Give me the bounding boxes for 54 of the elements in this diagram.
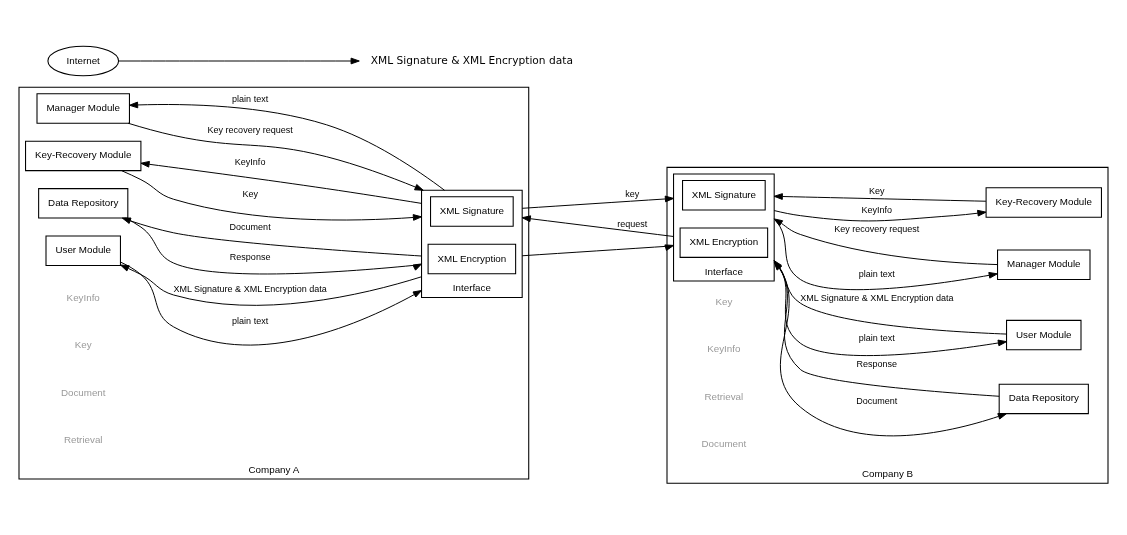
arrow bbox=[118, 57, 360, 64]
edge-label: Key bbox=[869, 185, 885, 196]
edge-label: plain text bbox=[858, 268, 895, 279]
arrow bbox=[127, 122, 424, 191]
node-box: Key-Recovery Module bbox=[985, 186, 1102, 218]
edge-label: Key recovery request bbox=[207, 124, 293, 135]
node-box: Data Repository bbox=[998, 383, 1089, 414]
edge-label: request bbox=[617, 218, 648, 229]
edge-label: Key bbox=[242, 188, 258, 199]
arrow bbox=[521, 214, 675, 237]
node-text: XML Signature & XML Encryption data bbox=[370, 53, 573, 67]
edge-label: key bbox=[625, 188, 640, 199]
node-box: User Module bbox=[45, 235, 121, 266]
edge-label: plain text bbox=[232, 93, 269, 104]
edge-label: plain text bbox=[858, 332, 895, 343]
edge-label: Document bbox=[229, 221, 271, 232]
label: Retrieval bbox=[63, 433, 103, 445]
node-box: XML Encryption bbox=[679, 226, 769, 258]
node-box: Data Repository bbox=[38, 187, 129, 219]
arrow bbox=[773, 209, 987, 221]
arrow bbox=[521, 243, 675, 256]
label: Document bbox=[701, 437, 747, 449]
edge-label: KeyInfo bbox=[861, 204, 893, 215]
node-ellipse: Internet bbox=[47, 45, 120, 76]
label: Key bbox=[74, 338, 92, 350]
edge-label: XML Signature & XML Encryption data bbox=[173, 283, 327, 294]
label: KeyInfo bbox=[66, 291, 100, 303]
node-box: Key-Recovery Module bbox=[25, 140, 142, 171]
label: KeyInfo bbox=[707, 342, 741, 354]
arrow bbox=[120, 261, 423, 345]
edge-label: plain text bbox=[232, 315, 269, 326]
label: Document bbox=[60, 386, 106, 398]
edge-label: Document bbox=[856, 395, 898, 406]
arrow bbox=[773, 192, 987, 202]
edge-label: Response bbox=[856, 358, 898, 369]
node-box: Manager Module bbox=[997, 248, 1091, 280]
label: Retrieval bbox=[704, 390, 744, 402]
edge-label: Response bbox=[229, 251, 271, 262]
arrow bbox=[120, 264, 423, 306]
node-box: Manager Module bbox=[36, 92, 130, 124]
arrow bbox=[129, 101, 445, 191]
arrow bbox=[773, 217, 998, 265]
edge-label: XML Signature & XML Encryption data bbox=[800, 292, 954, 303]
node-box: XML Signature bbox=[682, 179, 766, 210]
arrow bbox=[121, 217, 423, 256]
arrow bbox=[121, 169, 423, 221]
edge-label: Key recovery request bbox=[834, 223, 920, 234]
node-box: XML Signature bbox=[430, 195, 514, 227]
label: Key bbox=[715, 295, 733, 307]
edge-label: KeyInfo bbox=[234, 156, 266, 167]
node-box: XML Encryption bbox=[427, 243, 517, 274]
arrow bbox=[140, 160, 423, 204]
arrow bbox=[521, 195, 675, 209]
node-box: User Module bbox=[1006, 319, 1082, 350]
